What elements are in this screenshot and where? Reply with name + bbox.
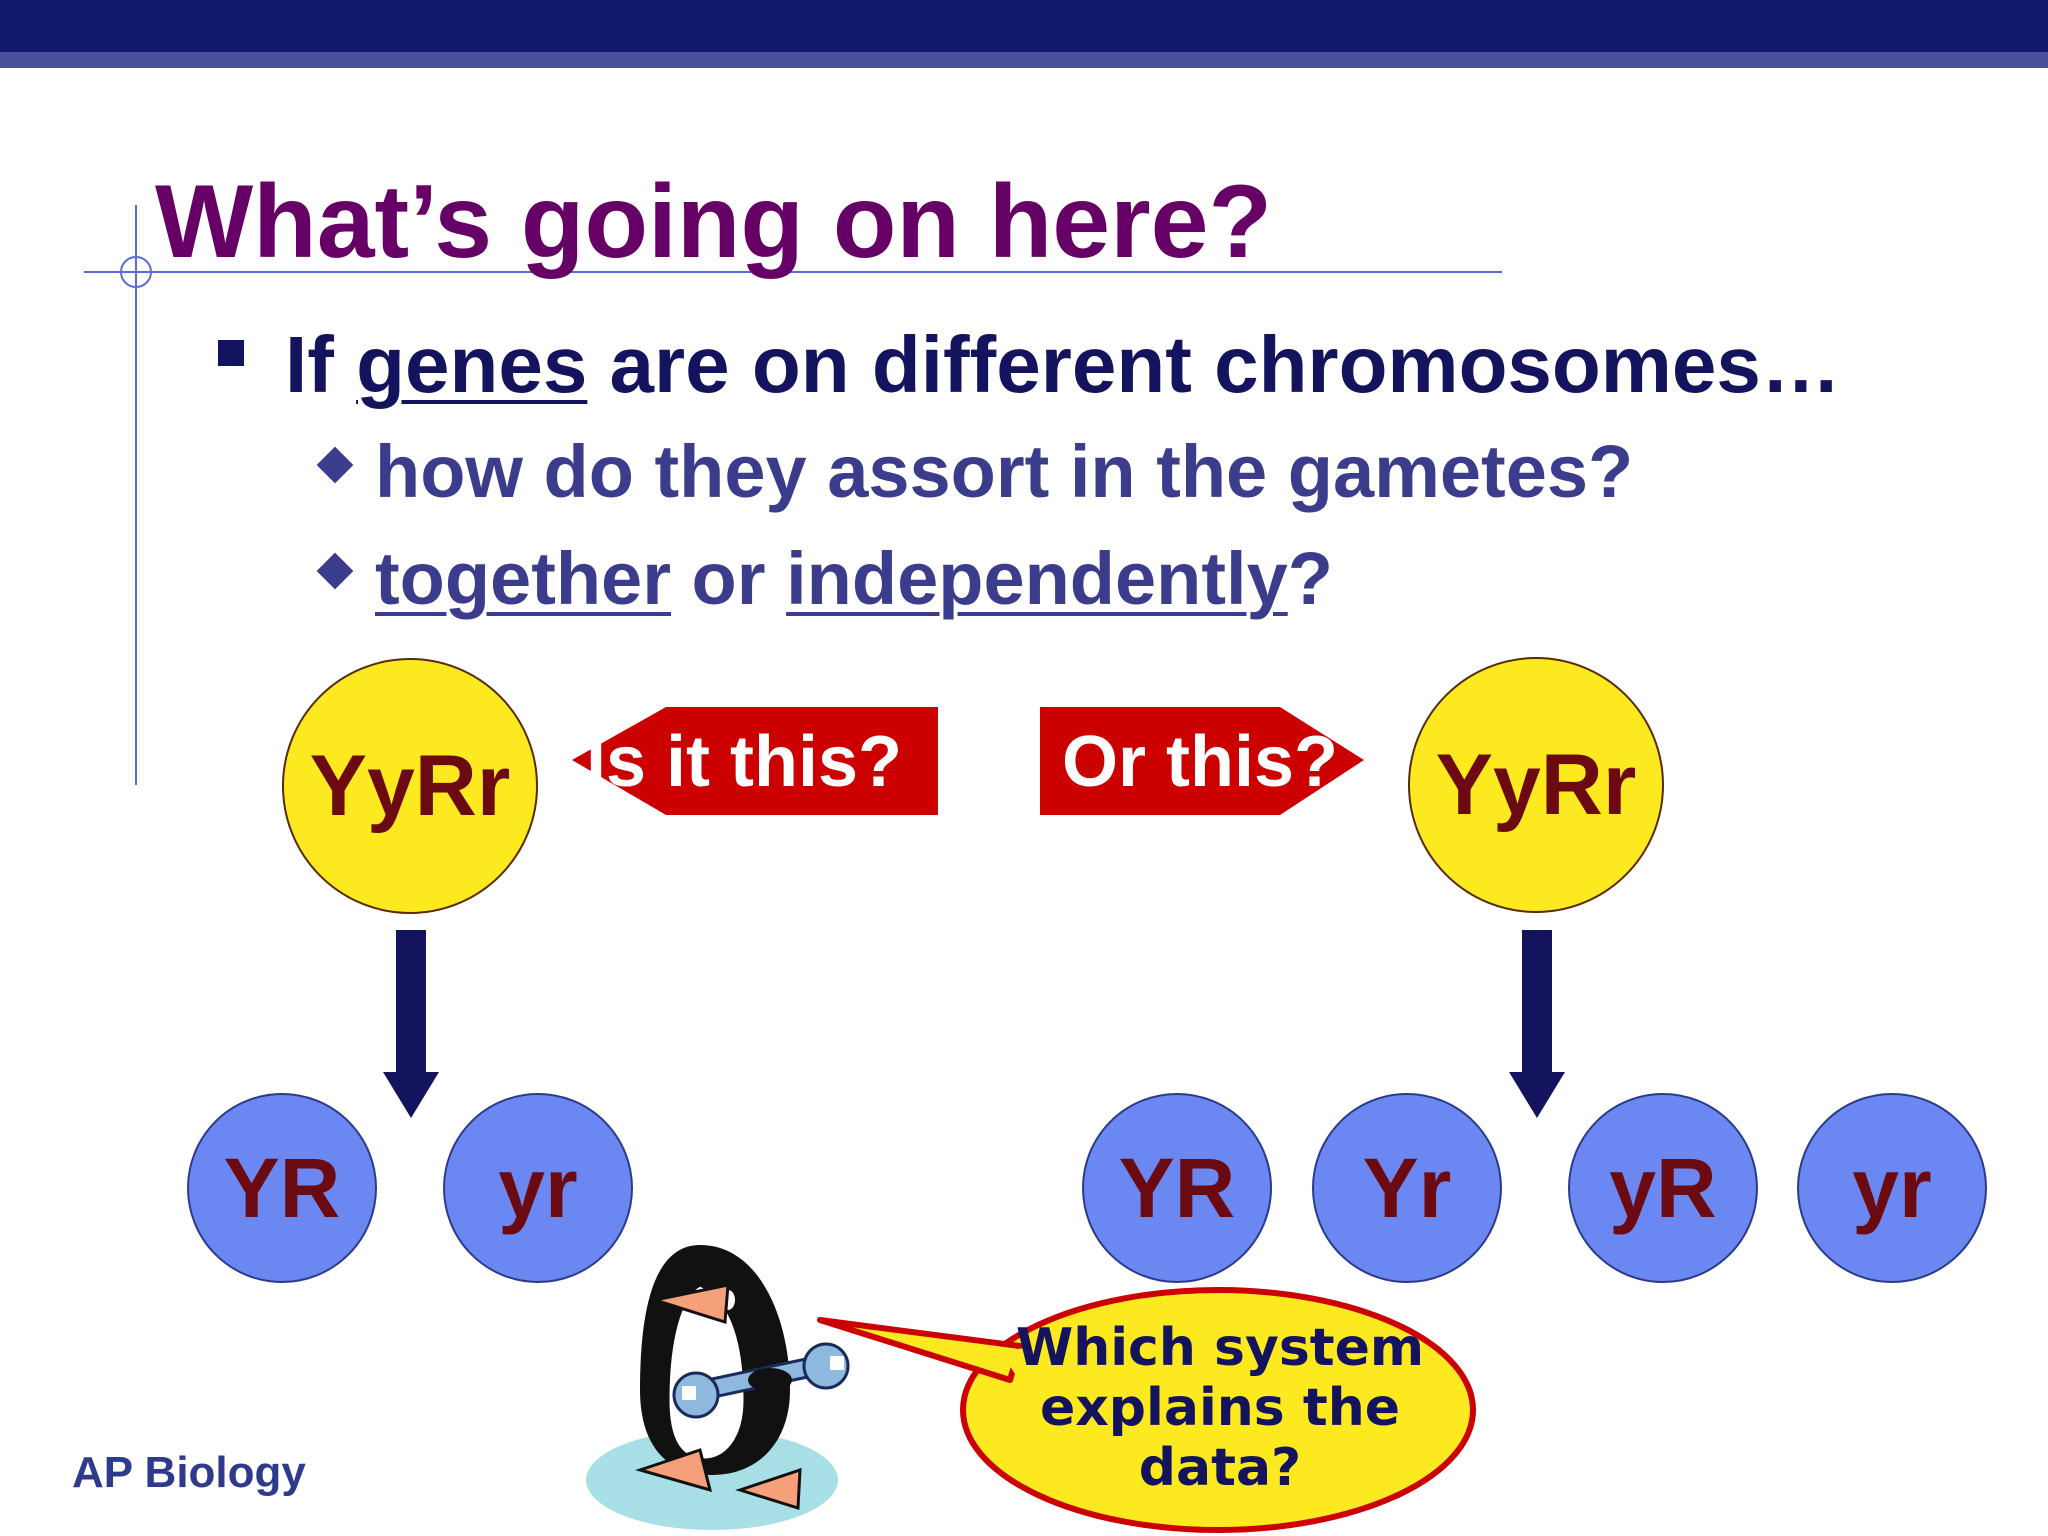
speech-bubble-text: Which system explains the data? xyxy=(1015,1318,1425,1498)
left-parent-cell: YyRr xyxy=(282,658,538,914)
left-tag-label: Is it this? xyxy=(586,722,903,802)
top-banner xyxy=(0,0,2048,52)
genotype-label: YyRr xyxy=(1435,737,1637,833)
left-down-arrow-shaft xyxy=(396,930,426,1080)
right-tag-shape xyxy=(1040,707,1364,815)
right-down-arrow-shaft xyxy=(1522,930,1552,1080)
gamete-cell: YR xyxy=(1082,1093,1272,1283)
gamete-cell: yr xyxy=(1797,1093,1987,1283)
genotype-label: YyRr xyxy=(309,738,511,834)
right-tag-label: Or this? xyxy=(1062,722,1339,802)
left-tag-shape xyxy=(572,707,938,815)
top-banner-stripe xyxy=(0,52,2048,68)
gamete-cell: yr xyxy=(443,1093,633,1283)
gamete-cell: YR xyxy=(187,1093,377,1283)
right-down-arrow-head xyxy=(1509,1072,1565,1118)
bullet-square xyxy=(218,340,244,366)
footer-label: AP Biology xyxy=(72,1448,306,1497)
left-down-arrow-head xyxy=(383,1072,439,1118)
sub-bullet-assort: how do they assort in the gametes? xyxy=(375,430,1634,513)
bullet-genes: If genes are on different chromosomes… xyxy=(285,320,1841,409)
slide-title: What’s going on here? xyxy=(155,164,1272,280)
sub-bullet-together: together or independently? xyxy=(375,537,1333,620)
right-parent-cell: YyRr xyxy=(1408,657,1664,913)
gamete-cell: yR xyxy=(1568,1093,1758,1283)
gamete-cell: Yr xyxy=(1312,1093,1502,1283)
